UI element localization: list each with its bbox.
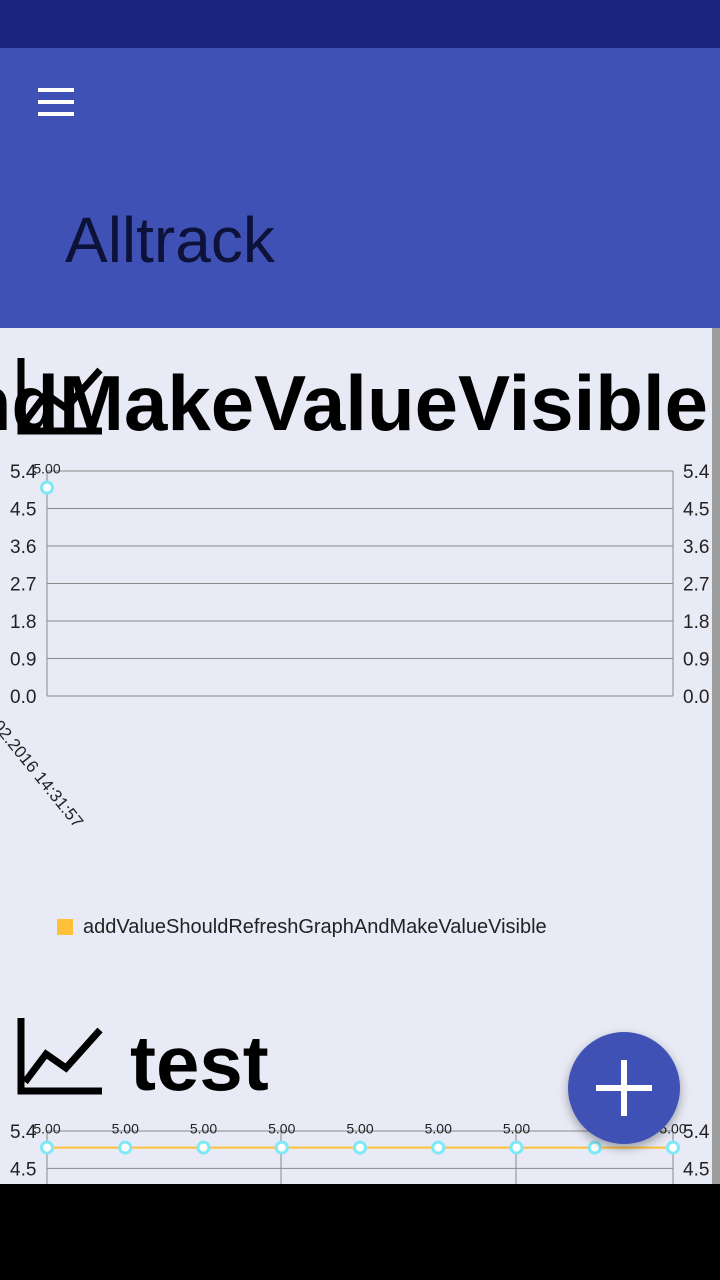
y-tick-label-left: 0.0	[10, 687, 36, 708]
data-point	[509, 1140, 524, 1155]
data-point	[353, 1140, 367, 1155]
y-tick-label-left: 4.5	[10, 500, 36, 521]
y-tick-label-right: 5.4	[683, 1122, 710, 1143]
scrollbar[interactable]	[712, 328, 720, 1184]
data-label: 5.00	[425, 1121, 452, 1137]
data-label: 5.00	[112, 1121, 139, 1137]
data-point	[666, 1140, 680, 1155]
y-tick-label-left: 5.4	[10, 1122, 37, 1143]
legend-label: addValueShouldRefreshGraphAndMakeValueVi…	[83, 915, 547, 938]
y-tick-label-left: 2.7	[10, 575, 36, 596]
y-tick-label-right: 1.8	[683, 612, 709, 633]
chart-card-header[interactable]: test	[0, 998, 712, 1108]
y-tick-label-right: 0.9	[683, 650, 709, 671]
data-point	[40, 1140, 54, 1155]
app-bar: Alltrack	[0, 48, 720, 328]
hamburger-menu-icon[interactable]	[20, 74, 92, 130]
status-bar	[0, 0, 720, 48]
chart-card-title: addValueShouldRefreshGraphAndMakeValueVi…	[0, 359, 708, 447]
y-tick-label-left: 3.6	[10, 537, 36, 558]
y-tick-label-right: 3.6	[683, 537, 709, 558]
y-tick-label-left: 5.4	[10, 462, 37, 483]
chart-card-title: test	[130, 1019, 269, 1107]
plus-icon	[596, 1060, 652, 1116]
y-tick-label-right: 2.7	[683, 575, 709, 596]
data-point	[431, 1140, 446, 1155]
y-tick-label-left: 4.5	[10, 1159, 36, 1180]
chart-legend: addValueShouldRefreshGraphAndMakeValueVi…	[57, 916, 547, 938]
add-button[interactable]	[568, 1032, 680, 1144]
data-point	[196, 1140, 211, 1155]
data-point	[40, 480, 54, 495]
chart-list[interactable]: addValueShouldRefreshGraphAndMakeValueVi…	[0, 328, 720, 1184]
data-label: 5.00	[268, 1121, 295, 1137]
y-tick-label-right: 4.5	[683, 500, 709, 521]
data-label: 5.00	[33, 1121, 60, 1137]
data-label: 5.00	[33, 461, 60, 477]
y-tick-label-left: 1.8	[10, 612, 36, 633]
line-graph-icon	[17, 1018, 103, 1095]
page-title: Alltrack	[65, 204, 275, 276]
x-tick-label: 02.2016 14:31:57	[0, 717, 87, 832]
navigation-bar	[0, 1184, 720, 1280]
data-label: 5.00	[190, 1121, 217, 1137]
y-tick-label-right: 4.5	[683, 1159, 709, 1180]
legend-swatch	[57, 919, 73, 935]
data-point	[587, 1140, 602, 1155]
line-graph-icon	[17, 358, 103, 435]
data-label: 5.00	[346, 1121, 373, 1137]
y-tick-label-right: 0.0	[683, 687, 709, 708]
y-tick-label-left: 0.9	[10, 650, 36, 671]
y-tick-label-right: 5.4	[683, 462, 710, 483]
data-point	[118, 1140, 133, 1155]
data-point	[274, 1140, 289, 1155]
chart-card-header[interactable]: addValueShouldRefreshGraphAndMakeValueVi…	[0, 338, 712, 448]
data-label: 5.00	[503, 1121, 530, 1137]
